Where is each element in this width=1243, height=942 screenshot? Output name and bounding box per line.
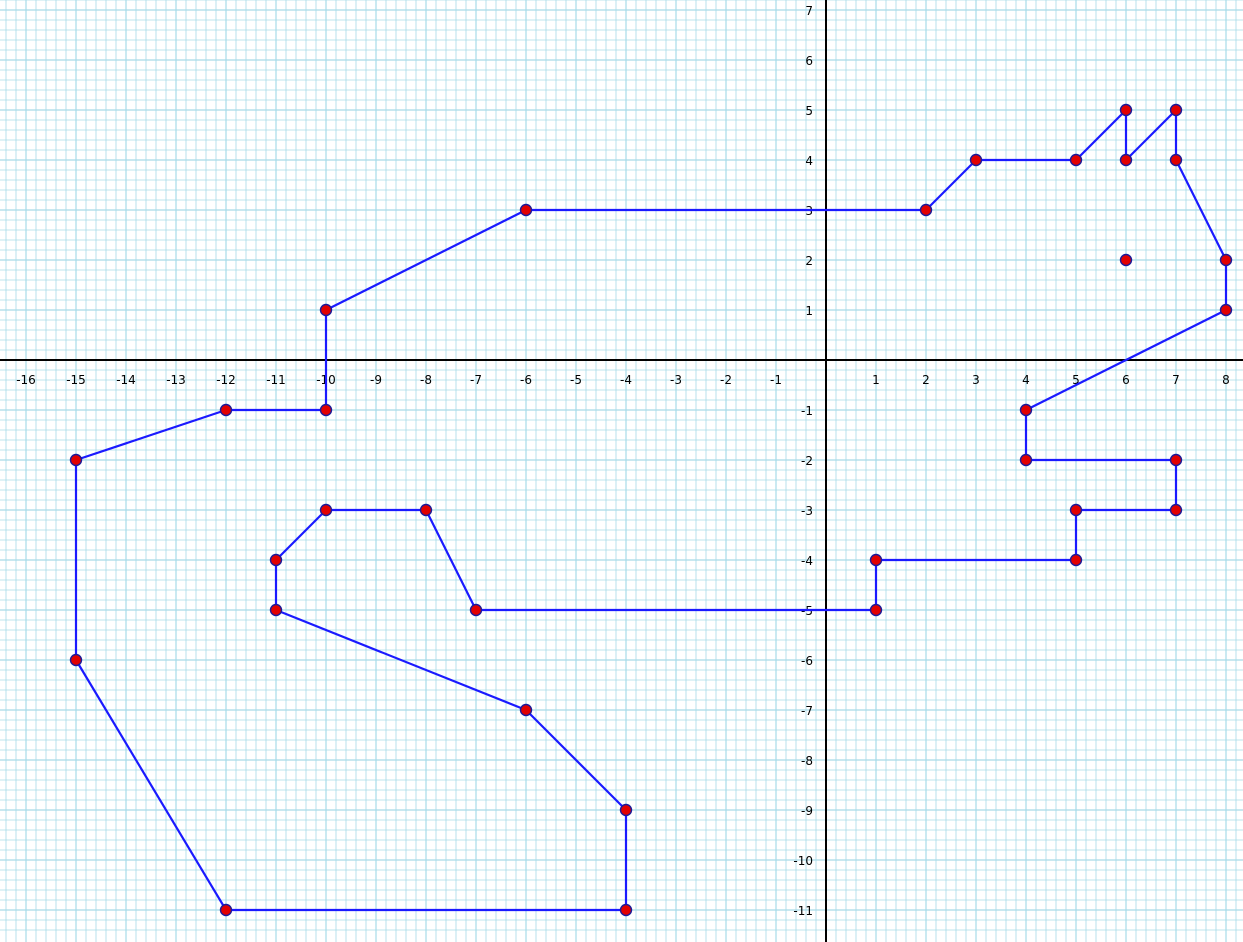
data-point xyxy=(219,903,233,917)
data-point xyxy=(269,553,283,567)
tick-labels: -16-15-14-13-12-11-10-9-8-7-6-5-4-3-2-11… xyxy=(16,4,1230,918)
data-point xyxy=(219,403,233,417)
x-tick-label: -3 xyxy=(670,373,682,387)
data-point xyxy=(519,203,533,217)
x-tick-label: -8 xyxy=(420,373,432,387)
data-point xyxy=(869,603,883,617)
x-tick-label: -5 xyxy=(570,373,582,387)
data-point xyxy=(69,653,83,667)
data-point xyxy=(869,553,883,567)
x-tick-label: -9 xyxy=(370,373,382,387)
series-segment xyxy=(74,658,228,912)
x-tick-label: -13 xyxy=(166,373,186,387)
y-tick-label: 2 xyxy=(805,254,813,268)
x-tick-label: -14 xyxy=(116,373,136,387)
data-point xyxy=(319,303,333,317)
series-segment xyxy=(524,708,628,812)
data-point xyxy=(1019,453,1033,467)
data-point xyxy=(619,803,633,817)
x-tick-label: 3 xyxy=(972,373,980,387)
data-point xyxy=(1169,103,1183,117)
x-tick-label: -16 xyxy=(16,373,36,387)
series-segment xyxy=(1174,158,1228,262)
series-segment xyxy=(274,608,528,712)
x-tick-label: -11 xyxy=(266,373,286,387)
x-tick-label: -7 xyxy=(470,373,482,387)
x-tick-label: -2 xyxy=(720,373,732,387)
y-tick-label: 4 xyxy=(805,154,813,168)
y-tick-label: 7 xyxy=(805,4,813,18)
y-tick-label: 1 xyxy=(805,304,813,318)
y-tick-label: 5 xyxy=(805,104,813,118)
series-segment xyxy=(1074,108,1128,162)
polyline-series xyxy=(74,108,1228,912)
y-tick-label: -7 xyxy=(801,704,813,718)
y-tick-label: -8 xyxy=(801,754,813,768)
series-segment xyxy=(1024,308,1228,412)
series-segment xyxy=(274,508,328,562)
x-tick-label: 1 xyxy=(872,373,880,387)
y-tick-label: -2 xyxy=(801,454,813,468)
x-tick-label: -15 xyxy=(66,373,86,387)
x-tick-label: 8 xyxy=(1222,373,1230,387)
data-point xyxy=(1169,153,1183,167)
series-segment xyxy=(424,508,478,612)
data-point xyxy=(1169,503,1183,517)
y-tick-label: -4 xyxy=(801,554,813,568)
series-segment xyxy=(74,408,228,462)
data-point xyxy=(969,153,983,167)
x-tick-label: 6 xyxy=(1122,373,1130,387)
data-point xyxy=(469,603,483,617)
data-point xyxy=(319,403,333,417)
y-tick-label: -6 xyxy=(801,654,813,668)
data-point xyxy=(1219,253,1233,267)
isolated-point xyxy=(1119,253,1133,267)
data-point xyxy=(1119,153,1133,167)
data-point xyxy=(419,503,433,517)
x-tick-label: -12 xyxy=(216,373,236,387)
data-point xyxy=(619,903,633,917)
x-tick-label: 5 xyxy=(1072,373,1080,387)
x-tick-label: -6 xyxy=(520,373,532,387)
data-points xyxy=(69,103,1233,917)
x-tick-label: -1 xyxy=(770,373,782,387)
y-tick-label: -10 xyxy=(793,854,813,868)
data-point xyxy=(1119,103,1133,117)
series-segment xyxy=(1124,108,1178,162)
data-point xyxy=(1069,503,1083,517)
data-point xyxy=(1069,153,1083,167)
y-tick-label: 6 xyxy=(805,54,813,68)
x-tick-label: 2 xyxy=(922,373,930,387)
y-tick-label: -11 xyxy=(793,904,813,918)
data-point xyxy=(1169,453,1183,467)
data-point xyxy=(1019,403,1033,417)
data-point xyxy=(519,703,533,717)
series-segment xyxy=(324,208,528,312)
y-tick-label: -3 xyxy=(801,504,813,518)
data-point xyxy=(269,603,283,617)
data-point xyxy=(919,203,933,217)
y-tick-label: -9 xyxy=(801,804,813,818)
x-tick-label: -4 xyxy=(620,373,632,387)
data-point xyxy=(319,503,333,517)
series-segment xyxy=(924,158,978,212)
data-point xyxy=(1219,303,1233,317)
x-tick-label: 4 xyxy=(1022,373,1030,387)
data-point xyxy=(1069,553,1083,567)
data-point xyxy=(69,453,83,467)
x-tick-label: 7 xyxy=(1172,373,1180,387)
y-tick-label: -1 xyxy=(801,404,813,418)
